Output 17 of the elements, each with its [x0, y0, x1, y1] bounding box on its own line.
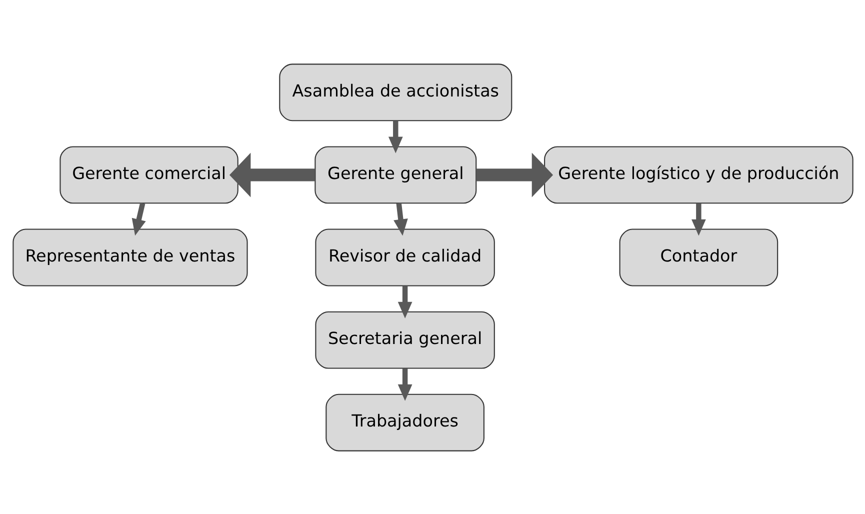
node-box: Gerente comercial [59, 146, 238, 204]
node-box: Trabajadores [325, 393, 484, 451]
node-box: Secretaria general [314, 310, 494, 368]
arrow [476, 152, 553, 197]
arrow [397, 285, 412, 318]
node-box: Revisor de calidad [314, 228, 494, 286]
arrow [388, 120, 402, 153]
node-box: Asamblea de accionistas [278, 63, 512, 121]
node-box: Representante de ventas [12, 228, 248, 286]
arrow [393, 202, 408, 236]
arrow [228, 152, 315, 197]
arrow [397, 368, 412, 400]
node-box: Contador [618, 228, 778, 286]
node-box: Gerente general [314, 146, 476, 204]
arrow [691, 202, 706, 236]
arrow [131, 202, 146, 236]
node-box: Gerente logístico y de producción [544, 146, 853, 204]
